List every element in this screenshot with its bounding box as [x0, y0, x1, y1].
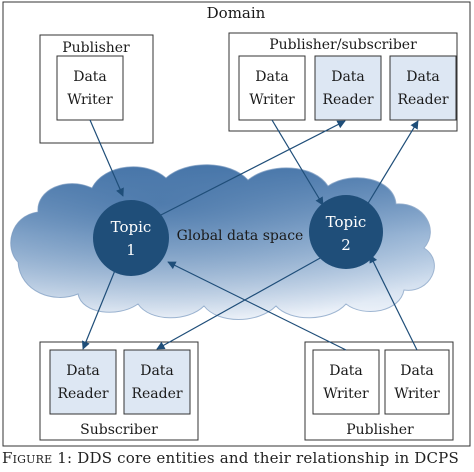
- topic-1-label-line1: Topic: [111, 218, 152, 236]
- pub-data-writer-1: [312, 349, 380, 415]
- topic-1-label-line2: 1: [126, 241, 136, 259]
- connections: [81, 119, 419, 351]
- pub-data-writer-2-line2: Writer: [394, 386, 440, 402]
- group-subscriber-title: Subscriber: [80, 422, 158, 438]
- arrow-topic1-to-sub-reader1: [81, 262, 119, 350]
- pub-data-writer-2-line1: Data: [400, 363, 434, 379]
- pubsub-data-reader-1-line1: Data: [331, 69, 365, 85]
- arrow-pubsub-writer-to-topic2: [271, 119, 324, 206]
- cloud-label: Global data space: [177, 228, 304, 244]
- figure-caption-text: DDS core entities and their relationship…: [72, 449, 459, 467]
- pubsub-data-reader-2: [389, 55, 457, 121]
- pubsub-data-reader-2-line2: Reader: [397, 92, 448, 108]
- arrow-writer-top-to-topic1: [89, 119, 124, 197]
- dds-diagram: Domain Global data space Publisher Data …: [2, 1, 471, 447]
- pubsub-data-writer: [238, 55, 306, 121]
- group-publisher-bottom-title: Publisher: [346, 422, 414, 438]
- arrow-topic2-to-pubsub-reader2: [366, 120, 419, 206]
- pub-data-writer-2: [384, 349, 450, 415]
- sub-data-reader-2-line1: Data: [140, 363, 174, 379]
- group-publisher-top-title: Publisher: [62, 40, 130, 56]
- pubsub-data-reader-2-line1: Data: [406, 69, 440, 85]
- pubsub-data-writer-line2: Writer: [249, 92, 295, 108]
- arrow-topic2-to-sub-reader2: [156, 256, 323, 350]
- sub-data-reader-1: [49, 349, 117, 415]
- figure-caption: Figure 1: DDS core entities and their re…: [2, 449, 474, 472]
- pubsub-data-writer-line1: Data: [255, 69, 289, 85]
- arrow-topic1-to-pubsub-reader1: [154, 120, 346, 219]
- data-writer-top: [56, 55, 124, 121]
- pubsub-data-reader-1: [314, 55, 382, 121]
- sub-data-reader-1-line1: Data: [66, 363, 100, 379]
- topic-2-node: [309, 195, 383, 269]
- sub-data-reader-2: [123, 349, 191, 415]
- sub-data-reader-1-line2: Reader: [57, 386, 108, 402]
- pubsub-data-reader-1-line2: Reader: [322, 92, 373, 108]
- data-writer-top-line2: Writer: [67, 92, 113, 108]
- domain-title: Domain: [207, 4, 266, 22]
- topic-1-node: [93, 200, 169, 276]
- pub-data-writer-1-line1: Data: [329, 363, 363, 379]
- group-pubsub-title: Publisher/subscriber: [269, 37, 417, 53]
- arrow-pub-writer2-to-topic2: [369, 254, 418, 351]
- data-writer-top-line1: Data: [73, 69, 107, 85]
- figure-caption-prefix: Figure 1:: [2, 449, 73, 467]
- topic-2-label-line2: 2: [341, 236, 351, 254]
- sub-data-reader-2-line2: Reader: [131, 386, 182, 402]
- arrow-pub-writer1-to-topic1: [167, 261, 347, 351]
- pub-data-writer-1-line2: Writer: [323, 386, 369, 402]
- topic-2-label-line1: Topic: [326, 213, 367, 231]
